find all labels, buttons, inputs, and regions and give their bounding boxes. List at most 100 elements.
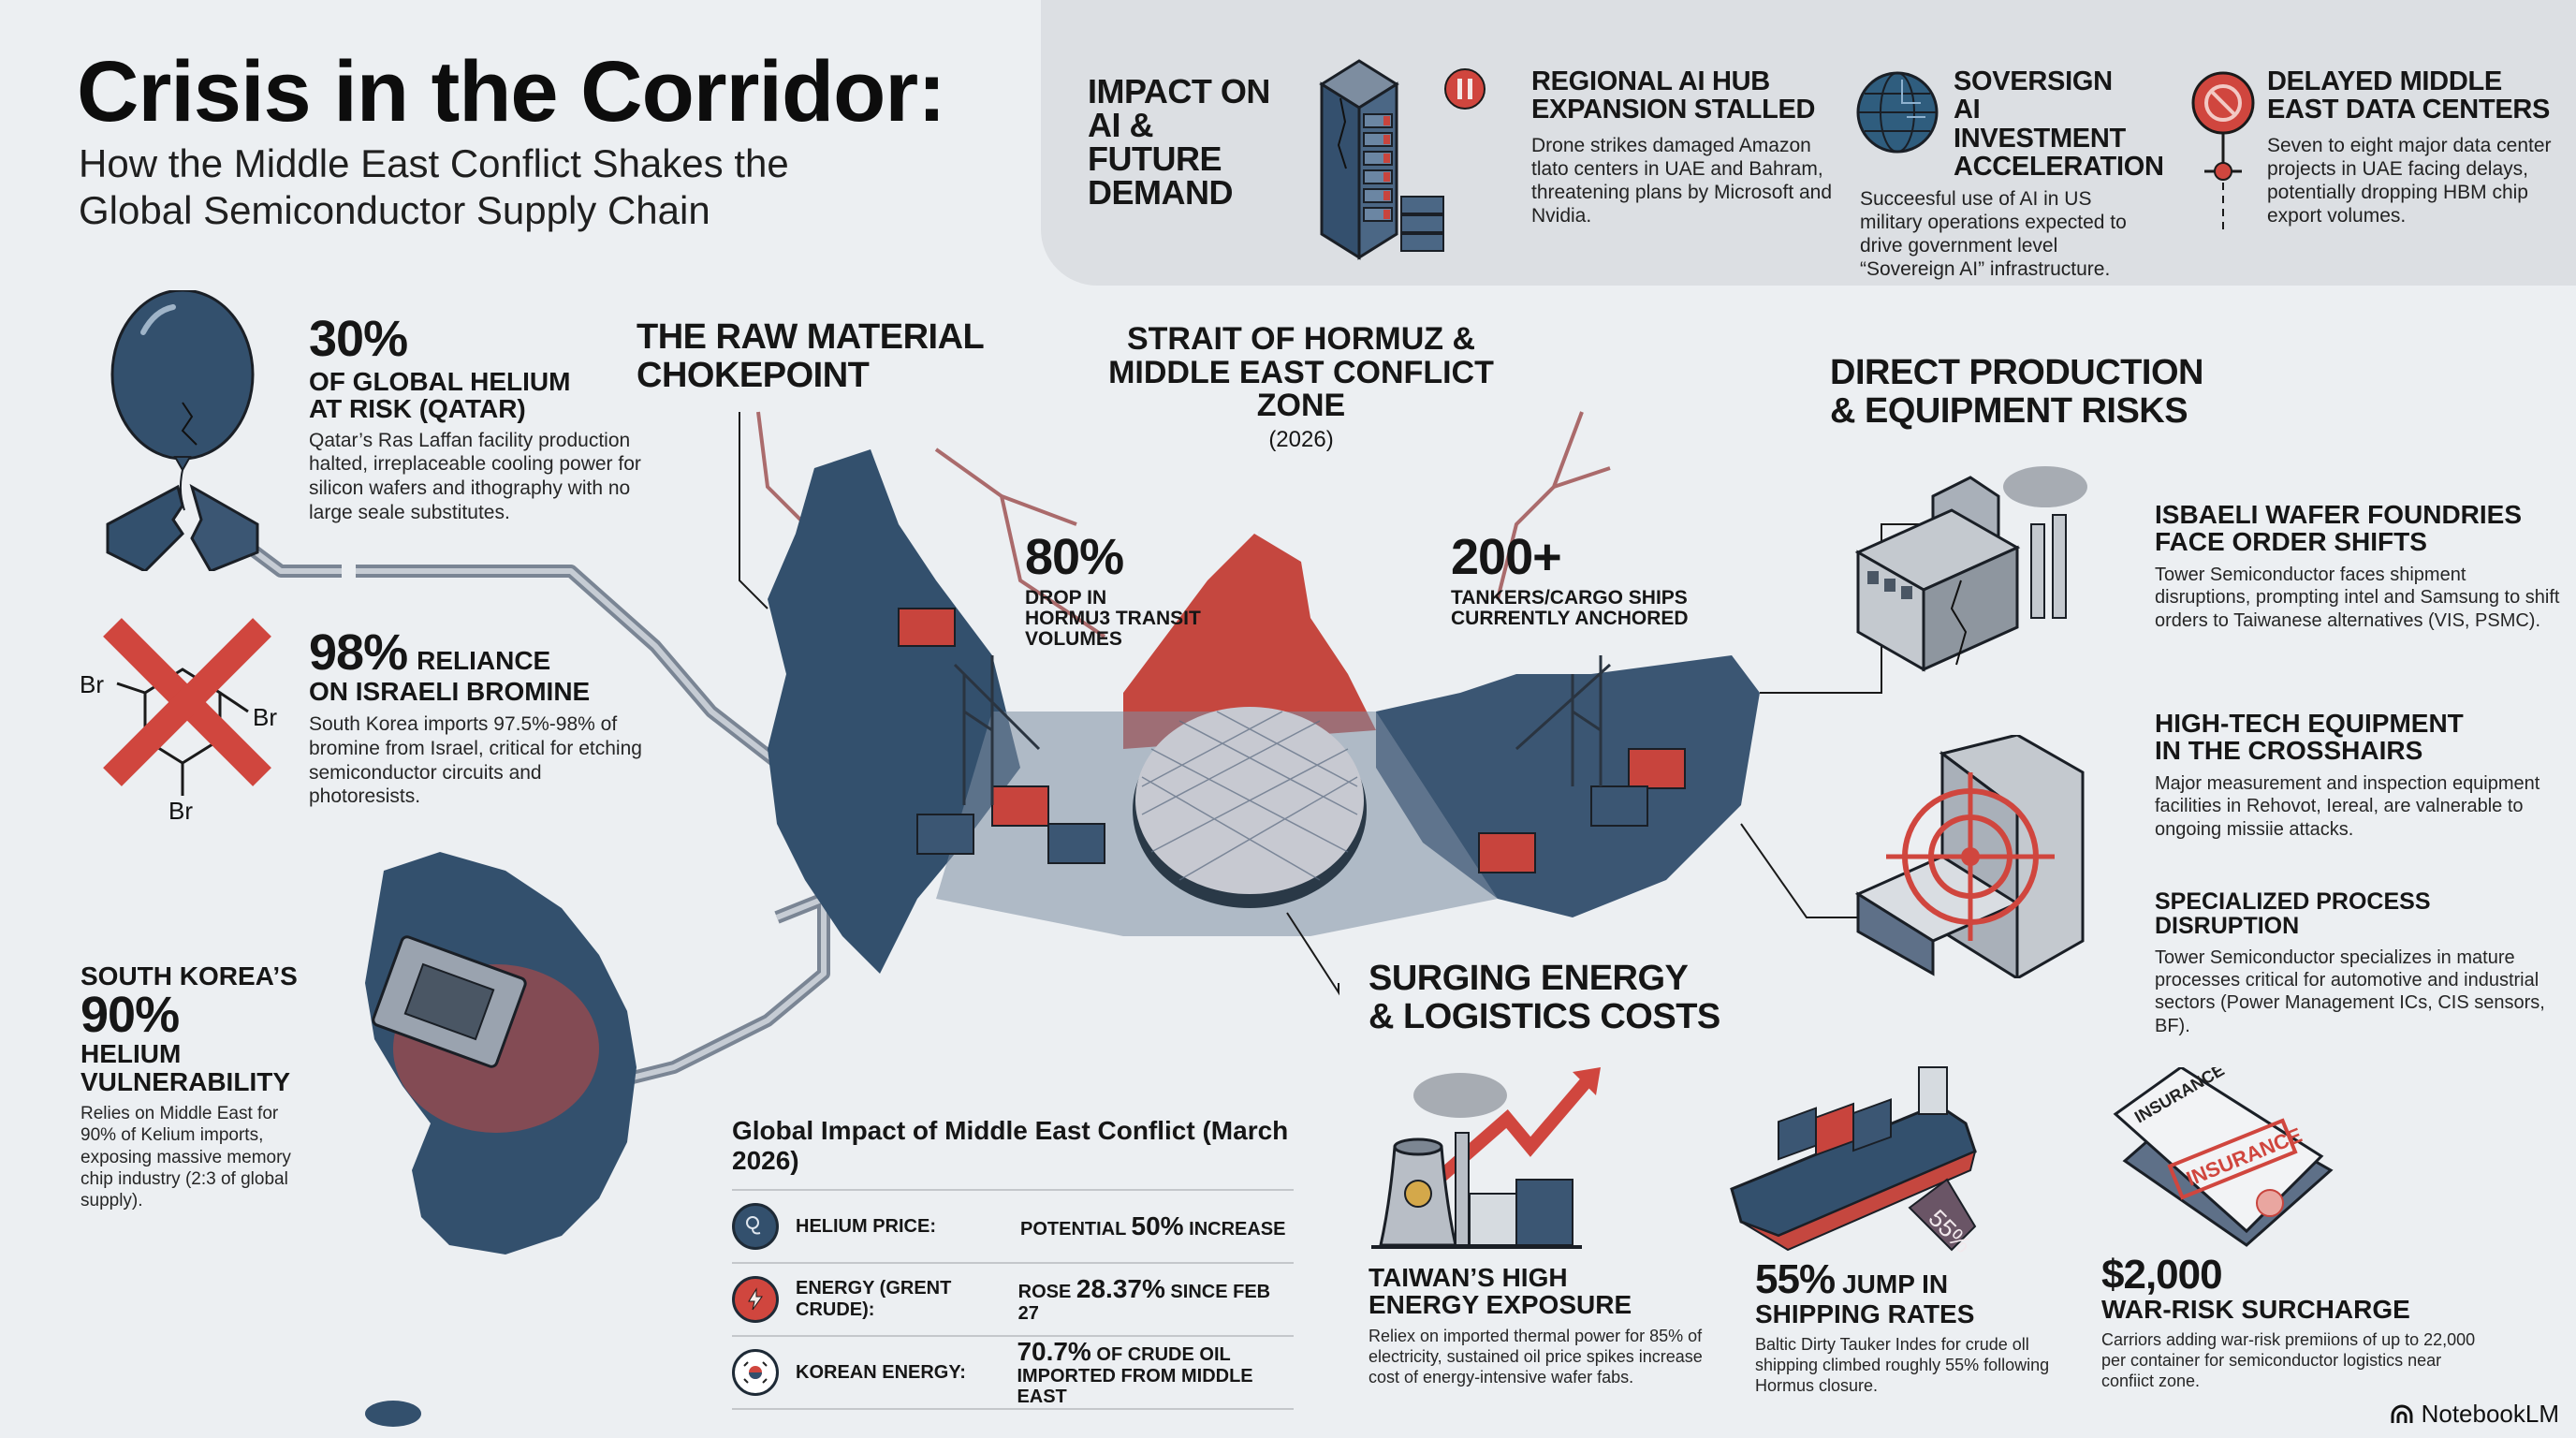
label-line: OF GLOBAL HELIUM xyxy=(309,367,571,396)
title-line: ISBAELI WAFER FOUNDRIES xyxy=(2155,500,2523,529)
heading-line: & EQUIPMENT RISKS xyxy=(1830,391,2188,432)
crosshair-equipment-icon xyxy=(1839,735,2111,978)
korea-stat-body: Relies on Middle East for 90% of Kelium … xyxy=(80,1104,291,1211)
heading-line: SURGING ENERGY xyxy=(1368,959,1689,998)
impact-item-sovereign-ai: SOVERSIGN AI INVESTMENT ACCELERATION Suc… xyxy=(1860,66,2164,282)
ships-stat: 200+ TANKERS/CARGO SHIPS CURRENTLY ANCHO… xyxy=(1451,532,1689,629)
heading-line: AI & FUTURE xyxy=(1088,106,1222,178)
table-row: HELIUM PRICE: POTENTIAL 50% INCREASE xyxy=(732,1191,1294,1264)
impact-item-body: Succeesful use of AI in US military oper… xyxy=(1860,187,2127,281)
energy-item-title: TAIWAN’S HIGH ENERGY EXPOSURE xyxy=(1368,1264,1724,1319)
cracked-helium-balloon-icon xyxy=(89,290,276,571)
ai-impact-panel: IMPACT ON AI & FUTURE DEMAND REGIONAL AI xyxy=(1041,0,2576,286)
production-item-title: SPECIALIZED PROCESS DISRUPTION xyxy=(2155,888,2431,940)
production-item-process: SPECIALIZED PROCESS DISRUPTION Tower Sem… xyxy=(2155,889,2567,1037)
svg-text:Br: Br xyxy=(253,703,277,731)
row-label: KOREAN ENERGY: xyxy=(796,1361,966,1383)
table-row: ENERGY (GRENT CRUDE): ROSE 28.37% SINCE … xyxy=(732,1264,1294,1337)
helium-tank-icon xyxy=(732,1203,779,1250)
helium-stat: 30% OF GLOBAL HELIUM AT RISK (QATAR) Qat… xyxy=(309,314,646,524)
power-plant-rising-arrow-icon xyxy=(1367,1063,1638,1250)
energy-item-body: Reliex on imported thermal power for 85%… xyxy=(1368,1326,1703,1387)
table-title: Global Impact of Middle East Conflict (M… xyxy=(732,1116,1294,1191)
value-post: OF CRUDE OIL IMPORTED FROM MIDDLE EAST xyxy=(1017,1343,1253,1408)
impact-item-title: REGIONAL AI HUB EXPANSION STALLED xyxy=(1531,67,1840,125)
impact-item-body: Drone strikes damaged Amazon tlato cente… xyxy=(1531,134,1833,227)
energy-item-headline: 55% JUMP IN xyxy=(1755,1259,2073,1300)
production-item-body: Tower Semiconductor faces shipment disru… xyxy=(2155,564,2560,631)
insurance-document-icon: INSURANCE INSURANCE xyxy=(2097,1067,2340,1255)
title-line: INVESTMENT xyxy=(1954,123,2126,154)
energy-item-body: Carriors adding war-risk premiions of up… xyxy=(2101,1330,2476,1391)
korea-stat-label: HELIUM VULNERABILITY xyxy=(80,1040,305,1095)
pause-icon xyxy=(1443,67,1486,110)
lightning-icon xyxy=(732,1276,779,1323)
bromine-stat-headline: 98% RELIANCE xyxy=(309,627,646,678)
heading-line: DIRECT PRODUCTION xyxy=(1830,353,2203,392)
energy-item-insurance: $2,000 WAR-RISK SURCHARGE Carriors addin… xyxy=(2101,1255,2495,1392)
chokepoint-heading: THE RAW MATERIAL CHOKEPOINT xyxy=(637,317,985,395)
value-pre: ROSE xyxy=(1017,1281,1076,1302)
row-value: POTENTIAL 50% INCREASE xyxy=(1020,1211,1286,1241)
notebooklm-logo: NotebookLM xyxy=(2390,1400,2559,1429)
label-line: VULNERABILITY xyxy=(80,1066,290,1096)
title-line: HIGH-TECH EQUIPMENT xyxy=(2155,709,2464,738)
damaged-factory-icon xyxy=(1849,459,2092,674)
label-line: AT RISK (QATAR) xyxy=(309,394,526,424)
heading-line: DEMAND xyxy=(1088,173,1234,212)
bromine-stat-label-2: ON ISRAELI BROMINE xyxy=(309,677,591,706)
title-line: FACE ORDER SHIFTS xyxy=(2155,527,2427,557)
impact-item-regional-hub: REGIONAL AI HUB EXPANSION STALLED Drone … xyxy=(1531,67,1840,228)
bromine-stat-label: RELIANCE xyxy=(417,646,551,675)
label-line: VOLUMES xyxy=(1025,628,1122,651)
impact-item-body: Seven to eight major data center project… xyxy=(2267,134,2552,227)
row-label: HELIUM PRICE: xyxy=(796,1215,936,1237)
helium-stat-value: 30% xyxy=(309,311,408,367)
global-impact-table: Global Impact of Middle East Conflict (M… xyxy=(732,1116,1294,1410)
surcharge-stat-value: $2,000 xyxy=(2101,1252,2223,1298)
subtitle-line: How the Middle East Conflict Shakes the xyxy=(79,141,789,185)
title-line: ACCELERATION xyxy=(1954,152,2164,183)
title-line: SOVERSIGN AI xyxy=(1954,66,2113,125)
brand-name: NotebookLM xyxy=(2421,1400,2559,1428)
energy-item-taiwan: TAIWAN’S HIGH ENERGY EXPOSURE Reliex on … xyxy=(1368,1264,1724,1388)
ai-impact-heading: IMPACT ON AI & FUTURE DEMAND xyxy=(1088,75,1294,210)
prohibited-icon xyxy=(2190,70,2256,257)
energy-item-body: Baltic Dirty Tauker Indes for crude oll … xyxy=(1755,1335,2050,1396)
damaged-server-icon xyxy=(1312,56,1453,262)
title-line: EXPANSION STALLED xyxy=(1531,95,1816,125)
svg-text:Br: Br xyxy=(168,797,193,824)
production-item-body: Tower Semiconductor specializes in matur… xyxy=(2155,946,2545,1036)
energy-item-shipping: 55% JUMP IN SHIPPING RATES Baltic Dirty … xyxy=(1755,1259,2073,1397)
heading-line: MIDDLE EAST CONFLICT ZONE xyxy=(1108,354,1494,424)
container-ship-icon: 55% xyxy=(1722,1049,2003,1255)
crossed-bromine-molecule-icon: Br Br Br xyxy=(75,609,290,824)
korea-stat-pre: SOUTH KOREA’S xyxy=(80,961,298,990)
helium-stat-label: OF GLOBAL HELIUM AT RISK (QATAR) xyxy=(309,368,646,423)
impact-item-title: DELAYED MIDDLE EAST DATA CENTERS xyxy=(2267,67,2567,125)
production-item-foundries: ISBAELI WAFER FOUNDRIES FACE ORDER SHIFT… xyxy=(2155,501,2567,632)
row-value: ROSE 28.37% SINCE FEB 27 xyxy=(1017,1274,1294,1325)
bromine-stat: 98% RELIANCE ON ISRAELI BROMINE South Ko… xyxy=(309,627,646,809)
title-line: TAIWAN’S HIGH xyxy=(1368,1263,1568,1292)
ships-stat-label: TANKERS/CARGO SHIPS CURRENTLY ANCHORED xyxy=(1451,587,1689,630)
helium-stat-body: Qatar’s Ras Laffan facility production h… xyxy=(309,429,641,523)
energy-heading: SURGING ENERGY & LOGISTICS COSTS xyxy=(1368,959,1720,1036)
table-row: KOREAN ENERGY: 70.7% OF CRUDE OIL IMPORT… xyxy=(732,1337,1294,1410)
title-line: REGIONAL AI HUB xyxy=(1531,66,1770,96)
row-label: ENERGY (GRENT CRUDE): xyxy=(796,1278,952,1320)
production-item-title: ISBAELI WAFER FOUNDRIES FACE ORDER SHIFT… xyxy=(2155,501,2567,556)
ships-stat-value: 200+ xyxy=(1451,529,1562,585)
heading-line: THE RAW MATERIAL xyxy=(637,317,985,357)
value-highlight: 70.7% xyxy=(1017,1336,1091,1366)
br-label: Br xyxy=(80,670,104,698)
label-line: CURRENTLY ANCHORED xyxy=(1451,608,1689,630)
korea-helium-stat: SOUTH KOREA’S 90% HELIUM VULNERABILITY R… xyxy=(80,962,305,1211)
impact-item-delayed-dc: DELAYED MIDDLE EAST DATA CENTERS Seven t… xyxy=(2267,67,2567,228)
value-post: INCREASE xyxy=(1183,1218,1286,1240)
heading-line: STRAIT OF HORMUZ & xyxy=(1126,321,1476,357)
conflict-zone-heading: STRAIT OF HORMUZ & MIDDLE EAST CONFLICT … xyxy=(1067,321,1535,453)
globe-circuit-icon xyxy=(1855,70,1939,154)
title-line: ENERGY EXPOSURE xyxy=(1368,1290,1632,1320)
